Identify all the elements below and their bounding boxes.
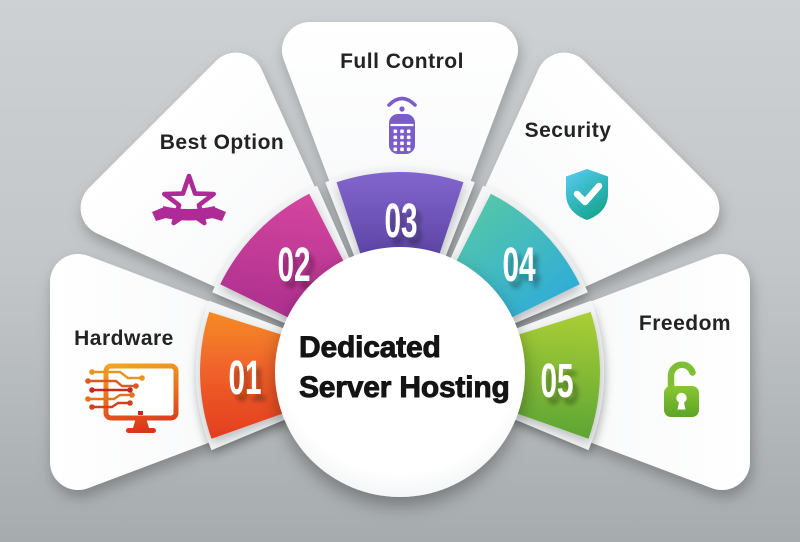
- circuit-trace: [92, 370, 142, 380]
- monitor-stand: [133, 418, 149, 428]
- segment-number-02: 02: [277, 239, 310, 292]
- circuit-node: [127, 400, 133, 406]
- label-best-option: Best Option: [160, 131, 285, 154]
- remote-button: [400, 141, 404, 146]
- circuit-nodes: [85, 369, 145, 410]
- monitor-base: [126, 428, 156, 433]
- circuit-node: [133, 383, 139, 389]
- circuit-traces: [88, 370, 142, 409]
- center-title: Dedicated Server Hosting: [299, 331, 511, 405]
- remote-button: [406, 135, 411, 140]
- star-ribbon-icon: [152, 173, 226, 226]
- ribbon-band: [163, 206, 215, 221]
- shield-shape: [566, 169, 608, 220]
- ribbon-right-tail: [212, 207, 226, 221]
- circuit-node: [129, 392, 135, 398]
- circuit-node: [89, 369, 95, 375]
- remote-button: [400, 147, 404, 152]
- remote-button: [406, 129, 411, 134]
- circuit-node: [139, 375, 145, 381]
- remote-button: [400, 129, 404, 134]
- remote-button: [393, 141, 398, 146]
- segment-arc-05: [515, 311, 600, 439]
- label-freedom: Freedom: [639, 312, 731, 335]
- segment-arc-03: [336, 171, 464, 257]
- title-line-2: Server Hosting: [299, 371, 510, 404]
- segment-numbers: 01 02 03 04 05: [228, 195, 573, 408]
- circuit-node: [89, 387, 95, 393]
- circuit-trace: [88, 379, 136, 388]
- remote-button: [393, 129, 398, 134]
- label-full-control: Full Control: [340, 50, 464, 73]
- segment-number-01: 01: [228, 352, 261, 405]
- remote-buttons: [393, 129, 411, 152]
- keyhole-slot: [677, 400, 686, 410]
- circuit-trace: [92, 401, 130, 409]
- circuit-node: [85, 396, 91, 402]
- title-line-1: Dedicated: [299, 331, 441, 364]
- ribbon-left-tail: [152, 207, 166, 221]
- label-security: Security: [525, 119, 612, 142]
- shield-check-icon: [566, 169, 608, 220]
- segment-number-05: 05: [540, 355, 573, 408]
- segment-number-03: 03: [384, 195, 417, 248]
- signal-dot: [399, 106, 405, 112]
- segment-arc-02: [220, 193, 345, 319]
- hardware-monitor-circuit-icon: [85, 363, 179, 433]
- remote-button: [400, 135, 404, 140]
- circuit-trace: [88, 393, 132, 401]
- petal-labels: Hardware Best Option Full Control Securi…: [74, 50, 731, 350]
- monitor-frame: [103, 363, 179, 421]
- circuit-node: [85, 378, 91, 384]
- remote-button: [406, 147, 411, 152]
- segment-arc-01: [200, 311, 285, 439]
- segment-number-04: 04: [502, 239, 535, 292]
- padlock-shackle: [667, 361, 696, 391]
- label-hardware: Hardware: [74, 327, 174, 350]
- remote-control-icon: [387, 96, 417, 154]
- segment-arc-04: [455, 193, 580, 319]
- center-circle: [275, 247, 525, 497]
- circuit-node: [127, 387, 133, 393]
- open-padlock-icon: [664, 361, 699, 417]
- monitor-button: [138, 411, 143, 415]
- circuit-node: [89, 404, 95, 410]
- check-mark: [573, 182, 603, 206]
- remote-button: [393, 147, 398, 152]
- remote-button: [393, 135, 398, 140]
- signal-arc: [387, 96, 417, 107]
- remote-button: [406, 141, 411, 146]
- keyhole-circle: [676, 392, 687, 404]
- ring-segments: [200, 171, 600, 439]
